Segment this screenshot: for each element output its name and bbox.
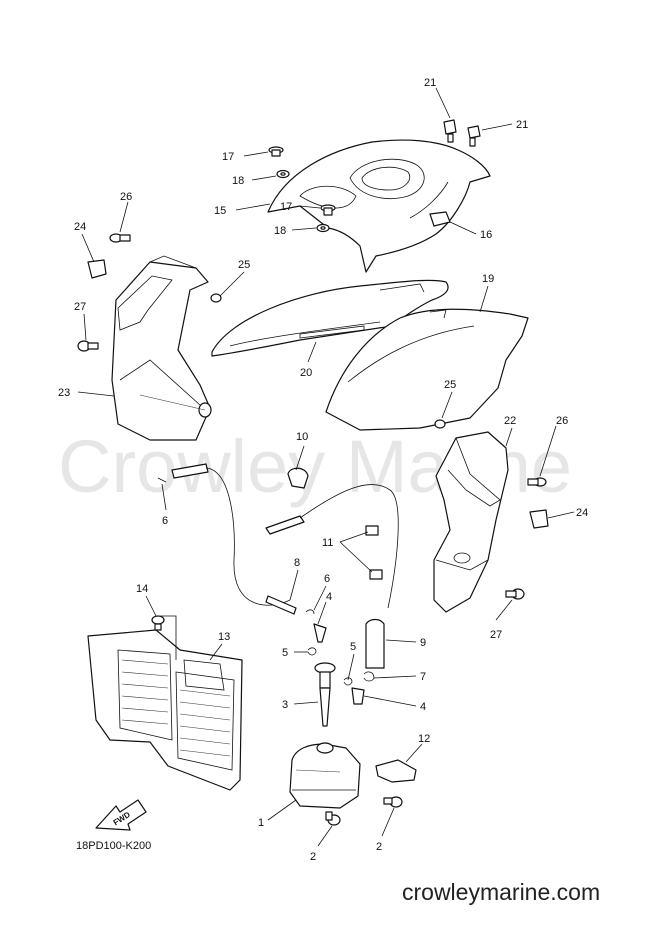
- callout-10: 10: [296, 431, 308, 443]
- washer-18-a: [276, 169, 290, 179]
- bolt-26-left: [109, 233, 131, 243]
- callout-21: 21: [424, 77, 436, 89]
- reservoir-tank-1: [289, 742, 361, 809]
- callout-27: 27: [490, 629, 502, 641]
- side-cover-19: [325, 308, 529, 431]
- callout-5: 5: [282, 647, 288, 659]
- callout-2: 2: [310, 851, 316, 863]
- bolt-27-left: [77, 340, 99, 352]
- callout-8: 8: [294, 557, 300, 569]
- callout-13: 13: [218, 631, 230, 643]
- callout-17: 17: [280, 201, 292, 213]
- callout-11: 11: [322, 537, 333, 549]
- callout-6: 6: [162, 515, 168, 527]
- clip-24-left: [87, 259, 107, 279]
- bracket-12: [375, 759, 417, 783]
- callout-15: 15: [214, 205, 226, 217]
- callout-labels: 21 21 17 18 15 17 18 16 26 24 25 27 23 2…: [58, 77, 588, 863]
- callout-4: 4: [420, 701, 426, 713]
- bolt-21-b: [467, 125, 481, 147]
- callout-18: 18: [274, 225, 286, 237]
- leader-lines: [77, 87, 575, 847]
- callout-9: 9: [420, 637, 426, 649]
- fitting-4-upper: [313, 623, 327, 643]
- callout-12: 12: [418, 733, 430, 745]
- hose-clamp-10: [287, 467, 309, 489]
- bolt-27-right: [505, 588, 525, 600]
- screw-17-a: [268, 146, 284, 157]
- bolt-14: [151, 615, 165, 631]
- callout-26: 26: [556, 415, 568, 427]
- callout-4: 4: [326, 591, 332, 603]
- washer-18-b: [316, 223, 330, 233]
- callout-22: 22: [504, 415, 516, 427]
- drawing-code: 18PD100-K200: [76, 840, 151, 852]
- callout-27: 27: [74, 301, 86, 313]
- bolt-2-a: [325, 811, 341, 826]
- callout-1: 1: [258, 817, 264, 829]
- bolt-26-right: [527, 477, 547, 487]
- hose-9: [365, 618, 385, 669]
- callout-7: 7: [420, 671, 426, 683]
- side-shroud-23-left: [111, 255, 212, 441]
- hose-overflow-6: [157, 463, 291, 606]
- callout-18: 18: [232, 175, 244, 187]
- tank-cover-15: [267, 139, 491, 273]
- callout-25: 25: [238, 259, 250, 271]
- callout-24: 24: [74, 221, 86, 233]
- hose-8: [265, 484, 399, 615]
- screw-17-b: [320, 204, 336, 216]
- callout-17: 17: [222, 151, 234, 163]
- callout-5: 5: [350, 641, 356, 653]
- bolt-2-b: [383, 796, 403, 808]
- washer-25-left: [210, 293, 222, 303]
- fitting-4-lower: [351, 687, 365, 705]
- side-cover-20: [211, 279, 449, 357]
- clips-5-7: [305, 609, 375, 686]
- side-shroud-22-right: [433, 431, 509, 613]
- callout-23: 23: [58, 387, 70, 399]
- callout-20: 20: [300, 367, 312, 379]
- callout-3: 3: [282, 699, 288, 711]
- bolt-21-a: [443, 119, 457, 143]
- clip-24-right: [529, 509, 549, 529]
- callout-19: 19: [482, 273, 494, 285]
- callout-6: 6: [324, 573, 330, 585]
- callout-21: 21: [516, 119, 528, 131]
- fwd-arrow-icon: FWD: [95, 799, 147, 831]
- callout-2: 2: [376, 841, 382, 853]
- callout-16: 16: [480, 229, 492, 241]
- callout-26: 26: [120, 191, 132, 203]
- callout-14: 14: [136, 583, 148, 595]
- site-footer: crowleymarine.com: [402, 879, 600, 905]
- callout-24: 24: [576, 507, 588, 519]
- drain-cock-3: [314, 662, 336, 727]
- callout-25: 25: [444, 379, 456, 391]
- radiator-guard-13: [87, 629, 243, 791]
- washer-25-right: [434, 419, 446, 429]
- clamps-11: [365, 525, 383, 580]
